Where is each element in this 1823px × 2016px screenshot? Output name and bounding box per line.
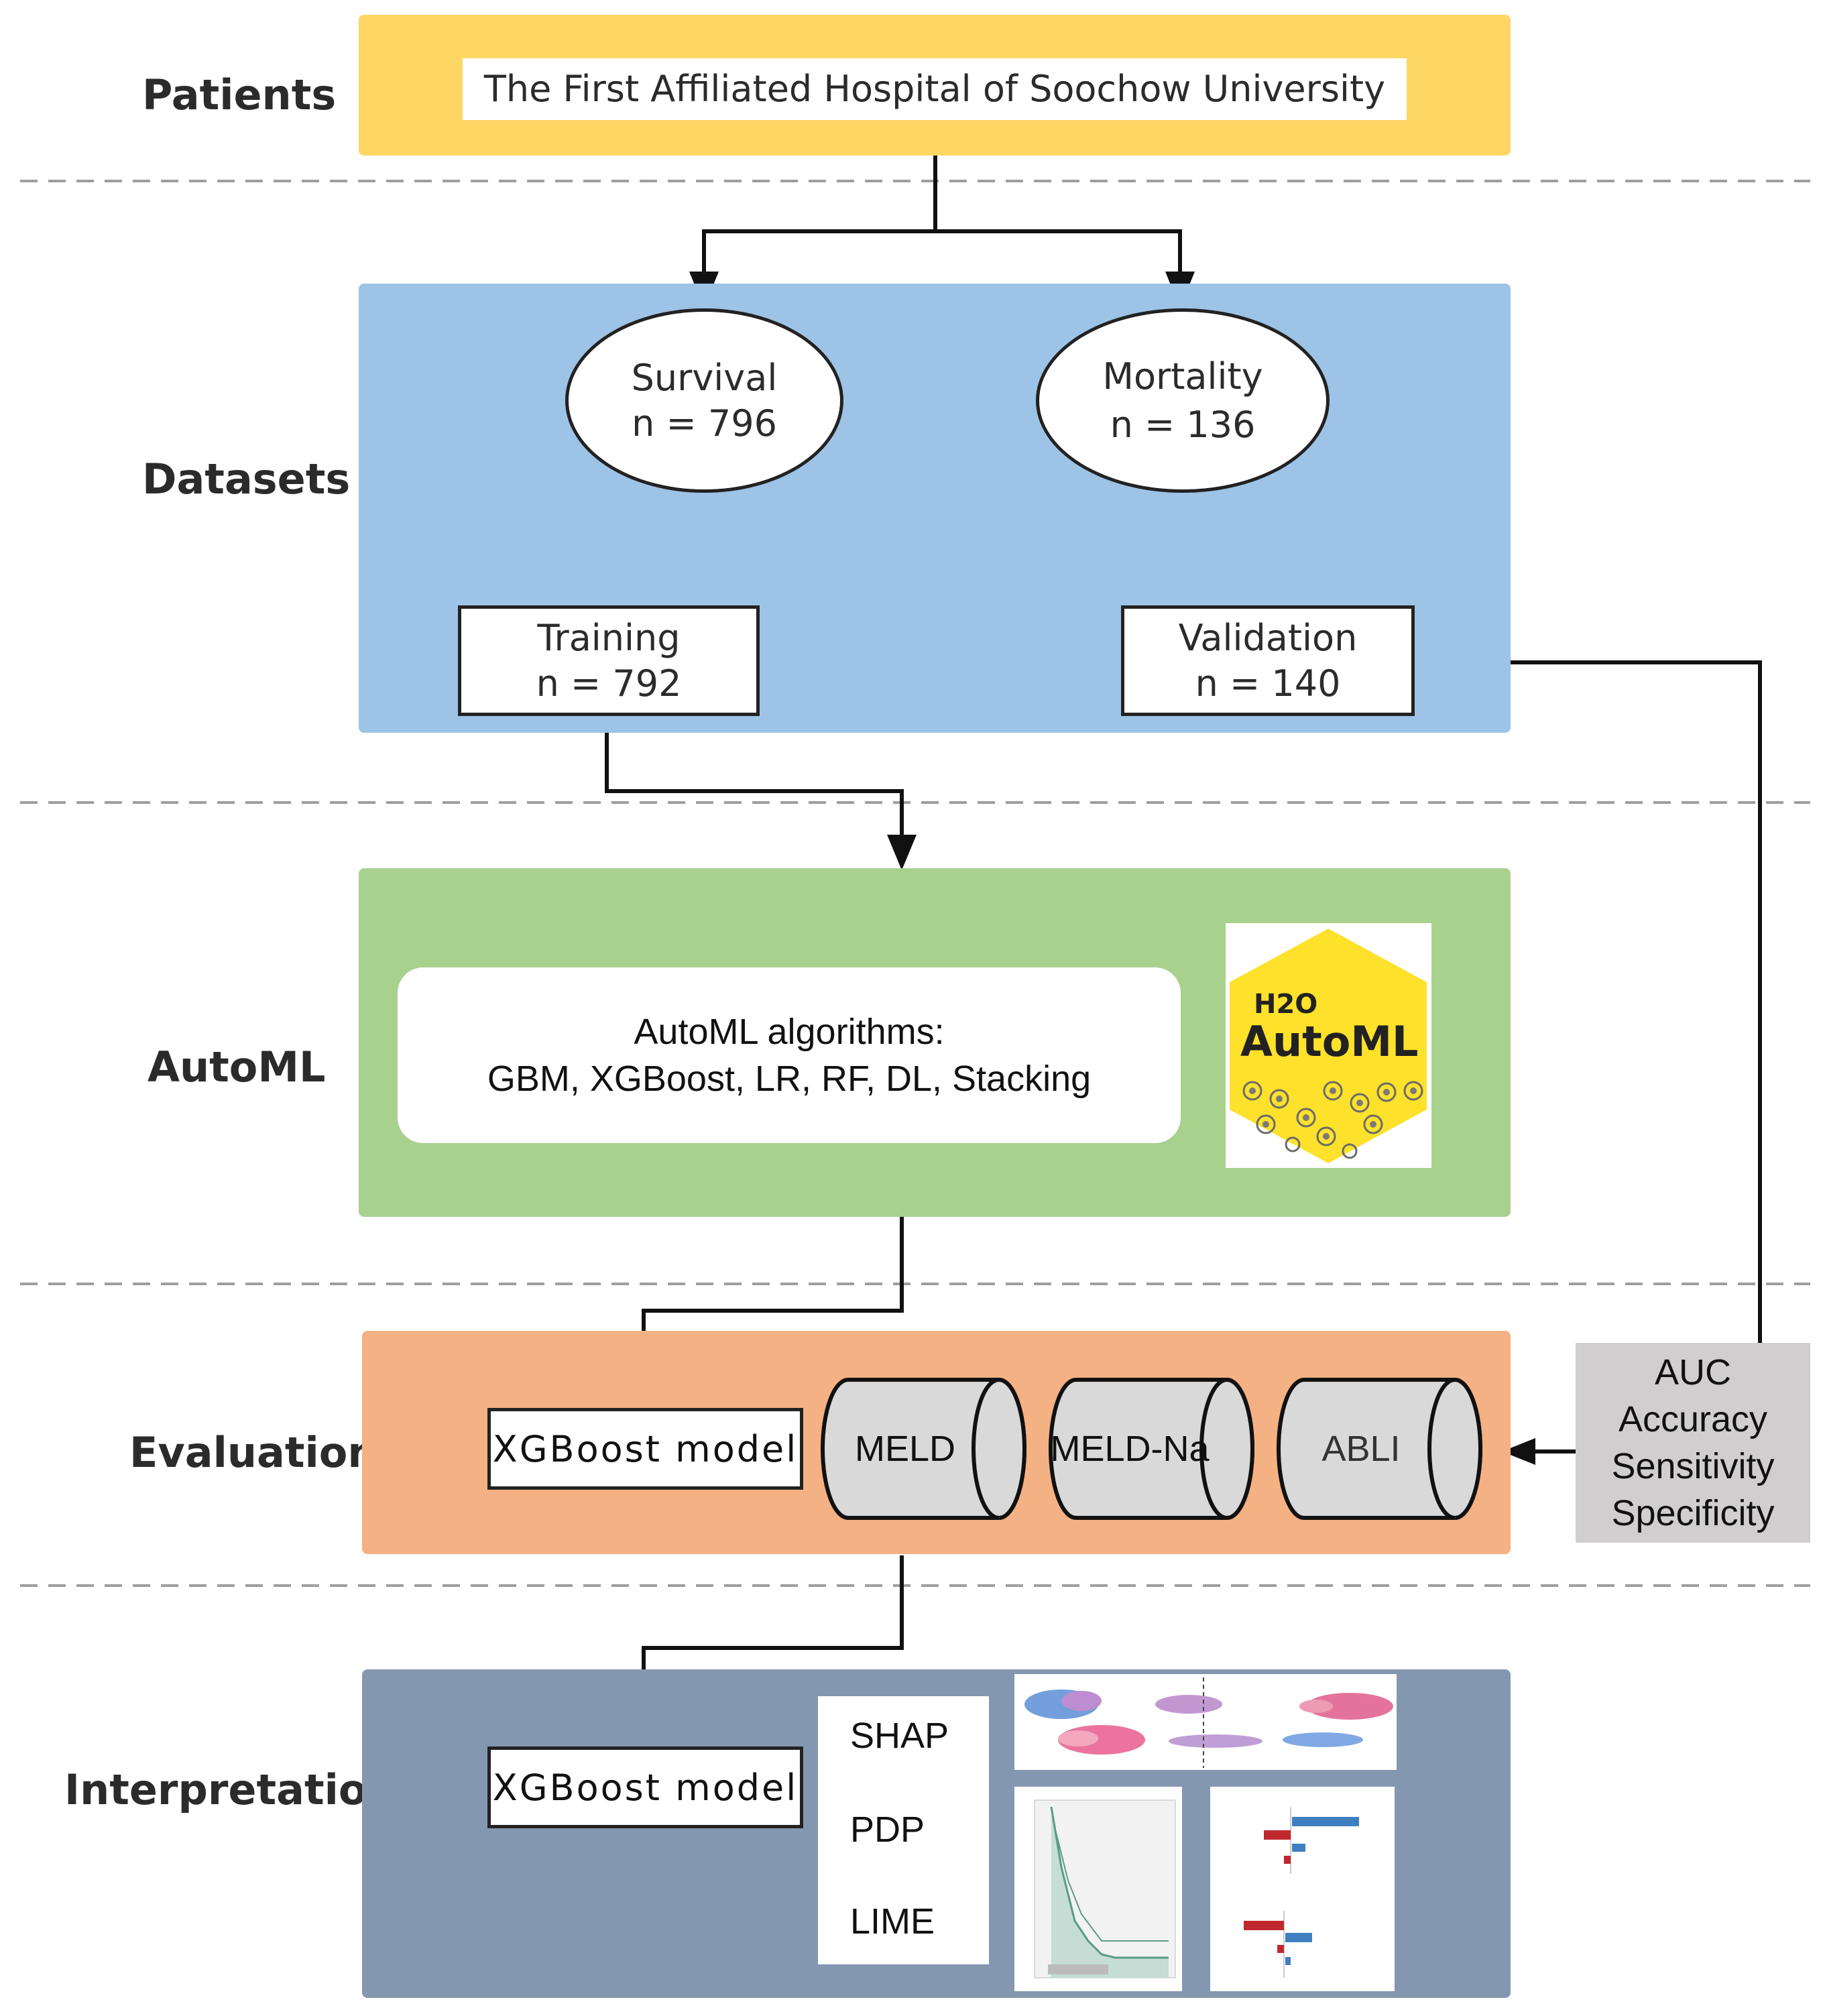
interpretation-methods-box: SHAP PDP LIME [818,1696,989,1964]
lime-bars-icon [1244,1807,1359,1978]
metric-auc: AUC [1654,1352,1731,1392]
survival-label: Survival [631,356,778,399]
pdp-curve-icon [1034,1799,1176,1978]
mortality-count: n = 136 [1110,403,1256,446]
interp-xgboost-label: XGBoost model [492,1766,799,1809]
h2o-hexagon-icon [1230,929,1427,1163]
pdp-plot-thumbnail [1014,1787,1182,1991]
h2o-automl-logo: H2O AutoML [1226,923,1431,1168]
h2o-logo-text: H2O [1254,989,1318,1020]
metric-specificity: Specificity [1611,1493,1775,1533]
arrow-to-mortality [935,229,1182,272]
automl-algorithms-list: GBM, XGBoost, LR, RF, DL, Stacking [487,1059,1092,1099]
mortality-node: Mortality n = 136 [1036,308,1330,493]
automl-algorithms-box: AutoML algorithms: GBM, XGBoost, LR, RF,… [398,967,1181,1143]
arrowhead-automl [887,835,917,870]
metrics-box: AUC Accuracy Sensitivity Specificity [1576,1343,1810,1543]
stage-label-patients: Patients [142,70,337,119]
method-pdp: PDP [850,1810,925,1850]
automl-panel: AutoML algorithms: GBM, XGBoost, LR, RF,… [359,868,1511,1217]
arrow-training-automl [605,716,904,845]
shap-beeswarm-icon [1024,1677,1393,1768]
metric-sensitivity: Sensitivity [1611,1446,1775,1486]
metric-accuracy: Accuracy [1618,1399,1768,1439]
eval-xgboost-label: XGBoost model [492,1427,799,1470]
validation-label: Validation [1178,616,1358,659]
hospital-source: The First Affiliated Hospital of Soochow… [463,58,1407,120]
stage-label-evaluation: Evaluation [129,1428,377,1477]
shap-plot-thumbnail [1014,1674,1397,1770]
lime-plot-thumbnail [1210,1787,1395,1991]
eval-xgboost-model: XGBoost model [487,1408,803,1490]
stage-label-interpretation: Interpretation [64,1765,397,1814]
survival-count: n = 796 [632,402,777,444]
comparator-meld: MELD [854,1429,956,1469]
comparator-meld-na: MELD-Na [1050,1429,1210,1469]
method-shap: SHAP [850,1716,949,1756]
method-lime: LIME [850,1901,935,1942]
training-node: Training n = 792 [458,605,760,716]
arrow-to-survival [702,156,937,272]
automl-algorithms-title: AutoML algorithms: [634,1012,945,1052]
stage-label-automl: AutoML [148,1043,326,1091]
training-count: n = 792 [536,662,682,705]
stage-label-datasets: Datasets [142,455,351,503]
survival-node: Survival n = 796 [565,308,843,493]
interp-xgboost-model: XGBoost model [487,1746,803,1828]
automl-logo-text: AutoML [1240,1017,1419,1066]
validation-count: n = 140 [1195,662,1341,705]
validation-node: Validation n = 140 [1121,605,1415,716]
training-label: Training [537,616,681,659]
comparator-abli: ABLI [1321,1429,1401,1469]
patients-panel: The First Affiliated Hospital of Soochow… [359,15,1511,156]
mortality-label: Mortality [1102,355,1263,398]
